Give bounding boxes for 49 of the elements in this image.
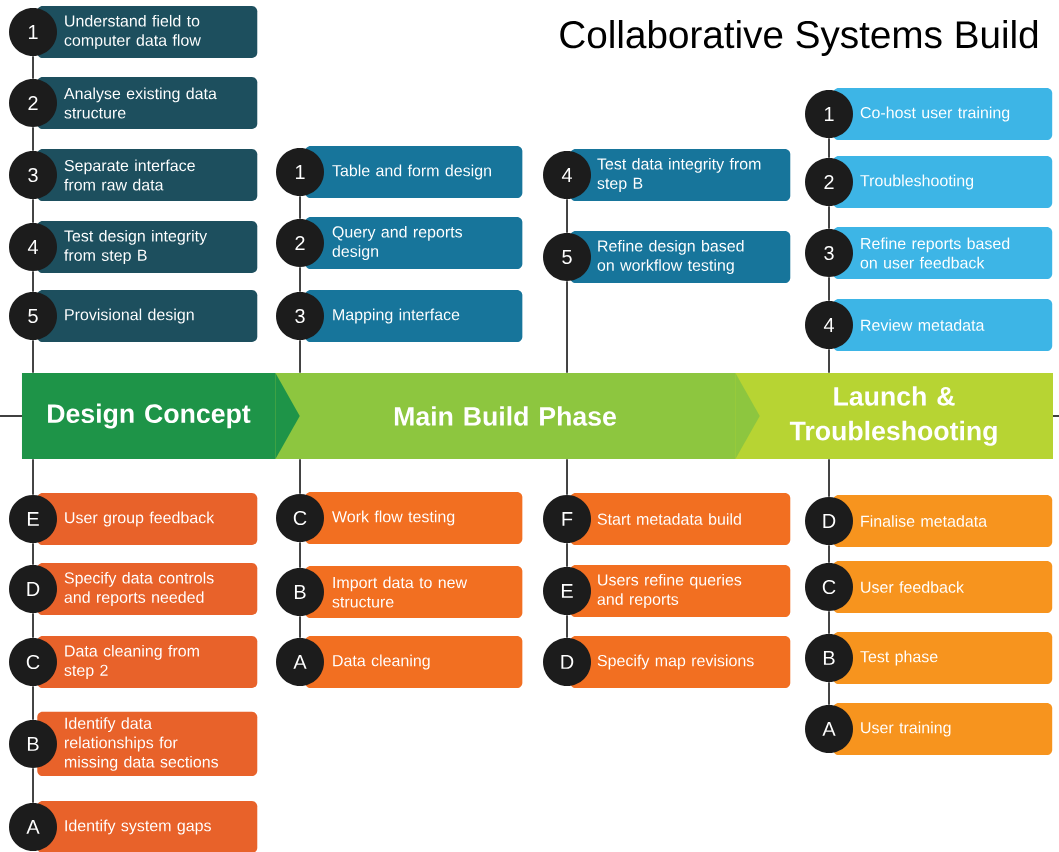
connector-line — [299, 195, 301, 220]
connector-line — [828, 348, 830, 374]
connector-line — [32, 198, 34, 224]
connector-line — [566, 458, 568, 496]
connector-line — [32, 458, 34, 496]
connector-line — [32, 270, 34, 293]
connector-line — [566, 198, 568, 234]
connector-line — [828, 544, 830, 564]
process-box: Understand field to computer data flow — [37, 6, 258, 58]
connector-line — [828, 681, 830, 706]
connector-line — [32, 767, 34, 804]
process-box: Test design integrity from step B — [37, 221, 258, 273]
process-box: Co-host user training — [833, 88, 1053, 140]
process-box: Mapping interface — [305, 290, 523, 342]
process-box: Troubleshooting — [833, 156, 1053, 208]
process-box: Separate interface from raw data — [37, 149, 258, 201]
connector-line — [32, 542, 34, 566]
chevron-arrow — [735, 372, 760, 460]
connector-line — [299, 458, 301, 495]
process-box: Work flow testing — [305, 492, 523, 544]
connector-line — [566, 542, 568, 568]
connector-line — [299, 615, 301, 639]
connector-line — [828, 276, 830, 302]
connector-line — [299, 541, 301, 569]
phase-band: Launch & Troubleshooting — [735, 373, 1053, 459]
connector-line — [566, 280, 568, 374]
connector-line — [32, 126, 34, 152]
connector-line — [828, 137, 830, 159]
process-box: Table and form design — [305, 146, 523, 198]
process-box: Analyse existing data structure — [37, 77, 258, 129]
connector-line — [566, 614, 568, 639]
connector-line — [828, 205, 830, 230]
connector-line — [32, 612, 34, 639]
node-label: Main Build Phase — [394, 406, 616, 426]
connector-line — [299, 266, 301, 293]
process-box: Refine reports based on user feedback — [833, 227, 1053, 279]
node-label: Design Concept — [48, 403, 251, 429]
process-box: Provisional design — [37, 290, 258, 342]
title: Collaborative Systems Build — [560, 19, 1038, 56]
connector-line — [828, 458, 830, 498]
connector-line — [32, 685, 34, 721]
connector-line — [299, 339, 301, 374]
process-box: Review metadata — [833, 299, 1053, 351]
connector-line — [32, 339, 34, 374]
connector-line — [828, 610, 830, 635]
process-box: Query and reports design — [305, 217, 523, 269]
process-box: Import data to new structure — [305, 566, 523, 618]
connector-line — [32, 55, 34, 80]
chevron-arrow — [275, 372, 300, 460]
